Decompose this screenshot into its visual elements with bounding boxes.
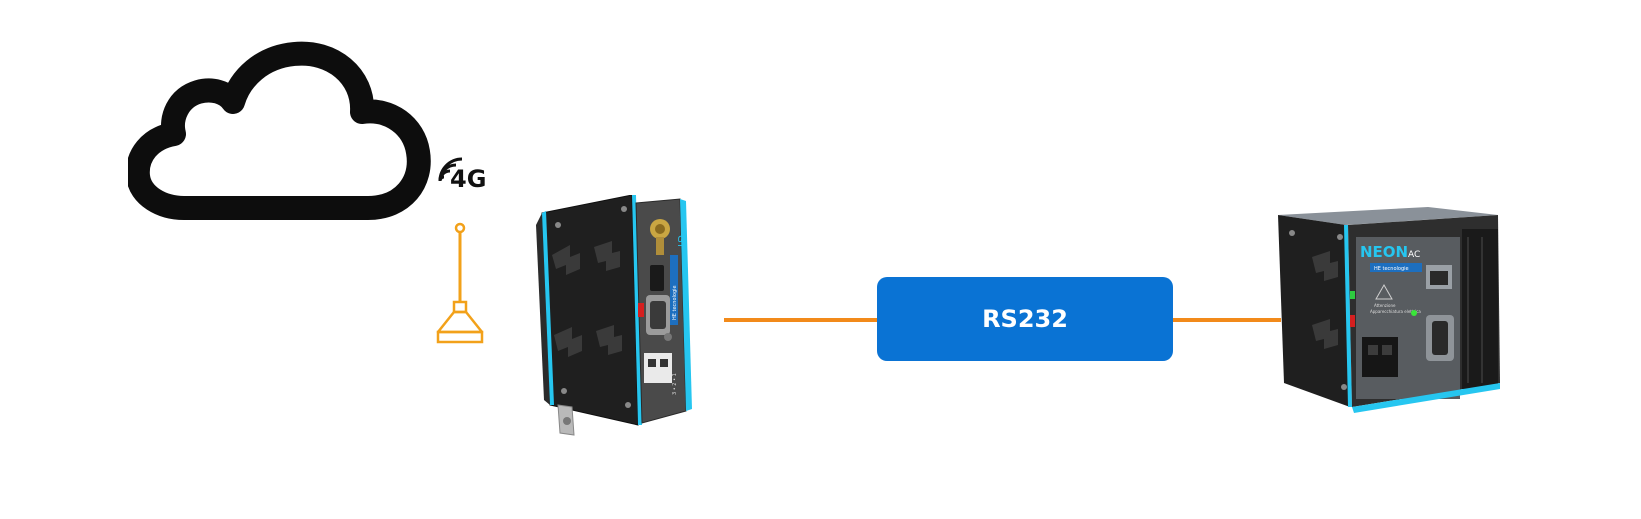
plc-brand: NEON [1360, 243, 1408, 261]
signal-icon [438, 157, 463, 182]
link-gateway-to-rs232 [724, 318, 877, 322]
gateway-vertical-label: GT [675, 235, 686, 249]
rs232-connection-box: RS232 [877, 277, 1173, 361]
network-label: 4G [450, 165, 487, 193]
antenna-icon [436, 222, 484, 344]
gateway-terminal-label: 3 • 2 • 1 [672, 373, 678, 395]
plc-brand-strip: HE tecnologie [1374, 266, 1409, 272]
plc-warning-text: Apparecchiatura elettrica [1370, 309, 1421, 314]
plc-model: AC [1408, 250, 1420, 260]
plc-warning-title: Attenzione [1374, 303, 1396, 308]
rs232-label: RS232 [982, 305, 1068, 333]
plc-device: NEON AC HE tecnologie Attenzione Apparec… [1278, 207, 1500, 413]
gateway-device: HE tecnologie GT 3 • 2 • 1 [536, 195, 692, 436]
link-rs232-to-plc [1173, 318, 1281, 322]
gateway-brand-strip: HE tecnologie [672, 285, 678, 320]
cloud-icon [128, 41, 431, 220]
